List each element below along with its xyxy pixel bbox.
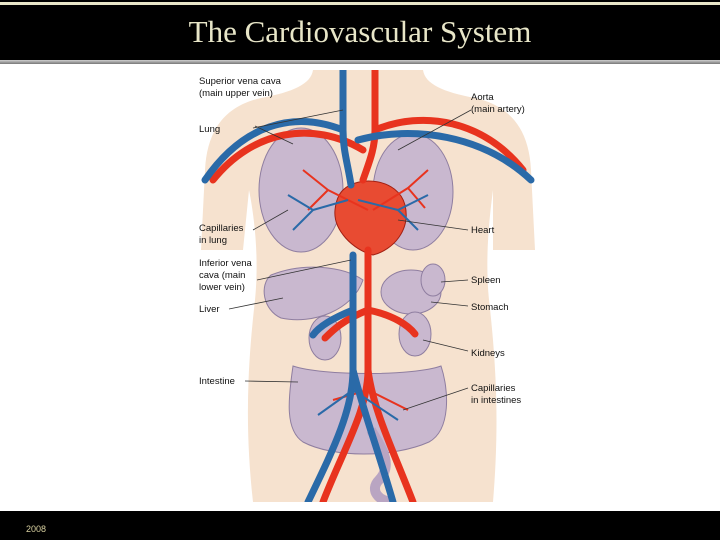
slide-title: The Cardiovascular System [188,14,532,49]
veins [201,70,535,502]
label-heart: Heart [471,225,495,236]
label-inferior-vena-cava-1: Inferior vena [199,258,253,269]
label-inferior-vena-cava-2: cava (main [199,270,245,281]
label-aorta-sub: (main artery) [471,104,525,115]
label-inferior-vena-cava-3: lower vein) [199,282,245,293]
label-capillaries-lung-1: Capillaries [199,223,244,234]
label-lung: Lung [199,124,220,135]
footer-year: 2008 [26,524,47,534]
arteries [209,70,527,502]
label-intestine: Intestine [199,376,235,387]
leader-lines [228,109,472,411]
label-aorta: Aorta [471,92,494,103]
label-liver: Liver [199,304,220,315]
label-superior-vena-cava-sub: (main upper vein) [199,88,273,99]
left-lung [258,127,344,253]
cardiovascular-diagram: Superior vena cava (main upper vein) Aor… [193,70,543,502]
spleen-organ [420,263,446,297]
label-capillaries-intestines-1: Capillaries [471,383,516,394]
title-bar: The Cardiovascular System [0,0,720,64]
footer-bar: 2008 [0,511,720,540]
liver-organ [263,266,364,321]
colon-organ [366,427,394,502]
title-top-rule [0,2,720,5]
title-bottom-rule [0,60,720,64]
label-capillaries-intestines-2: in intestines [471,395,521,406]
vein-branches [287,194,429,421]
label-stomach: Stomach [471,302,509,313]
label-spleen: Spleen [471,275,501,286]
label-kidneys: Kidneys [471,348,505,359]
label-superior-vena-cava: Superior vena cava [199,76,282,87]
label-capillaries-lung-2: in lung [199,235,227,246]
